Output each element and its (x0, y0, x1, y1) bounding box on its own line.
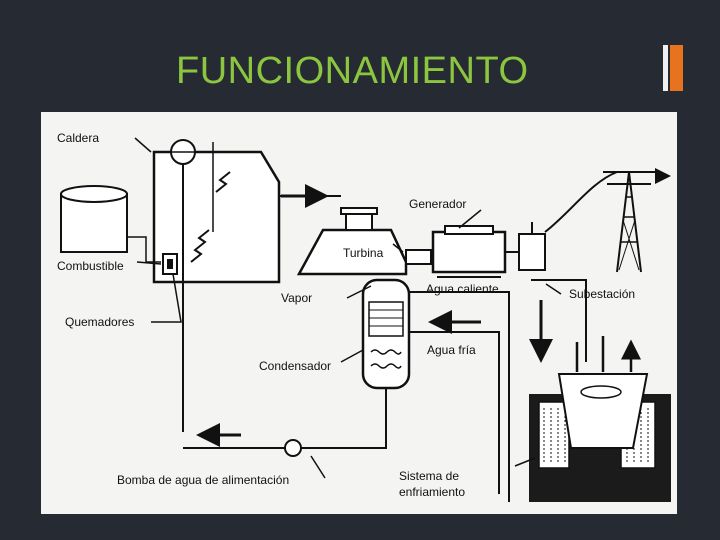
label-agua-fria: Agua fría (427, 343, 476, 357)
power-plant-diagram: Caldera Combustible Quemadores Generador… (41, 112, 677, 514)
label-sistema-2: enfriamiento (399, 485, 465, 499)
diagram-panel: Caldera Combustible Quemadores Generador… (41, 112, 677, 514)
label-vapor: Vapor (281, 291, 312, 305)
label-combustible: Combustible (57, 259, 124, 273)
feedwater-line (183, 388, 386, 456)
burner (163, 254, 177, 274)
fuel-tank (61, 186, 161, 262)
transformer (505, 172, 617, 270)
label-agua-caliente: Agua caliente (426, 282, 499, 296)
title-accent-bar (663, 45, 683, 91)
label-subestacion: Subestación (569, 287, 635, 301)
transmission-tower (603, 172, 669, 272)
label-quemadores: Quemadores (65, 315, 134, 329)
boiler (154, 140, 279, 432)
label-sistema-1: Sistema de (399, 469, 459, 483)
label-turbina: Turbina (343, 246, 384, 260)
label-bomba: Bomba de agua de alimentación (117, 473, 289, 487)
slide-title: FUNCIONAMIENTO (176, 50, 529, 93)
label-generador: Generador (409, 197, 466, 211)
condenser (363, 280, 409, 388)
label-condensador: Condensador (259, 359, 331, 373)
turbine (299, 208, 431, 274)
feed-pump (285, 440, 301, 456)
cooling-tower (529, 336, 671, 502)
generator (433, 226, 505, 277)
label-caldera: Caldera (57, 131, 99, 145)
